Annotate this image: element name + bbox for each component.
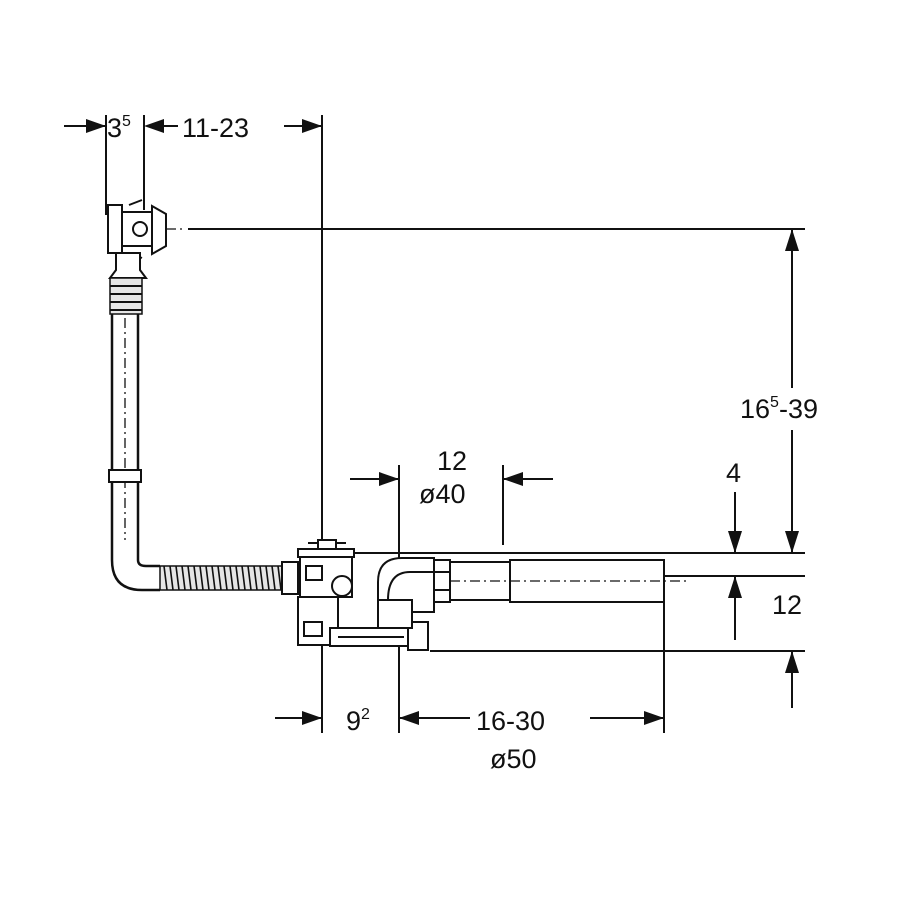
dim-overflow-spacing: 11-23 — [182, 113, 249, 143]
hose-rib — [193, 565, 198, 591]
hose-rib — [247, 565, 252, 591]
hose-rib — [277, 565, 282, 591]
hose-rib — [259, 565, 264, 591]
dim-height-range: 165-39 — [740, 394, 818, 424]
dimension-labels: 35 11-23 165-39 12 ø40 4 12 92 16-30 ø50 — [107, 113, 818, 774]
dim-left-offset: 35 — [107, 113, 131, 143]
hose-rib — [205, 565, 210, 591]
hose-rib — [163, 565, 168, 591]
overflow-head — [107, 199, 182, 315]
hose-rib — [223, 565, 228, 591]
outlet-pipe — [377, 557, 690, 629]
dim-outlet-diameter: ø50 — [490, 744, 537, 774]
hose-rib — [169, 565, 174, 591]
flex-hose — [159, 561, 299, 595]
hose-rib — [265, 565, 270, 591]
hose-rib — [217, 565, 222, 591]
hose-rib — [271, 565, 276, 591]
hose-rib — [235, 565, 240, 591]
hose-rib — [211, 565, 216, 591]
hose-rib — [241, 565, 246, 591]
hose-rib — [229, 565, 234, 591]
hose-rib — [253, 565, 258, 591]
dim-rim-depth: 4 — [726, 458, 741, 488]
dim-outlet-height: 12 — [772, 590, 802, 620]
hose-rib — [199, 565, 204, 591]
extension-lines — [105, 115, 805, 733]
waste-valve-body — [297, 539, 429, 651]
hose-rib — [187, 565, 192, 591]
hose-rib — [175, 565, 180, 591]
dim-outlet-length: 16-30 — [476, 706, 545, 736]
dim-inlet-diameter: ø40 — [419, 479, 466, 509]
overflow-pipe — [108, 314, 160, 592]
dim-inlet-length: 12 — [437, 446, 467, 476]
dim-trap-offset: 92 — [346, 706, 370, 736]
dimension-lines — [64, 119, 799, 725]
hose-rib — [181, 565, 186, 591]
